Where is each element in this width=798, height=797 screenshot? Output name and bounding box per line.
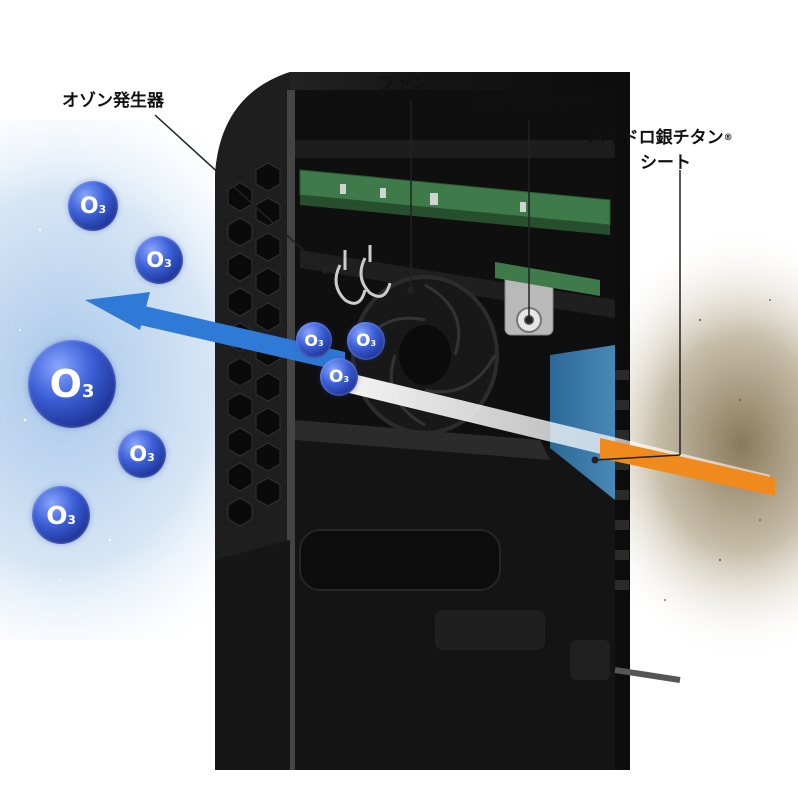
ozone-molecule-3: O3 bbox=[28, 340, 116, 428]
clean-air-arrow-body bbox=[140, 305, 345, 372]
leader-dots bbox=[321, 266, 599, 464]
hydro-silver-sheet-label-line2: シート bbox=[640, 153, 691, 173]
circuit-board-edge bbox=[300, 195, 610, 235]
fan-label: ファン bbox=[378, 74, 429, 94]
top-shelf bbox=[295, 140, 615, 158]
ozone-molecule-1: O3 bbox=[68, 181, 118, 231]
hydro-silver-sheet-label: ハイドロ銀チタン® bbox=[588, 128, 733, 148]
ozone-generator-part bbox=[334, 245, 392, 305]
leader-lines bbox=[154, 100, 681, 461]
odor-sensor-label: ニオイセンサー bbox=[470, 95, 589, 115]
ozone-molecule-4: O3 bbox=[118, 430, 166, 478]
dirty-air-arrow bbox=[600, 438, 775, 496]
ozone-molecule-6: O3 bbox=[296, 322, 332, 358]
duct-top-edge bbox=[295, 420, 550, 460]
ozone-molecule-2: O3 bbox=[135, 236, 183, 284]
ozone-molecule-5: O3 bbox=[32, 486, 90, 544]
power-cord-stub bbox=[614, 667, 681, 683]
ozone-generator-label: オゾン発生器 bbox=[62, 91, 164, 111]
cut-wall bbox=[287, 90, 295, 770]
clean-air-arrow-head bbox=[85, 292, 150, 330]
duct-pipe bbox=[299, 529, 501, 591]
circuit-components bbox=[340, 184, 526, 212]
duct-bracket bbox=[435, 610, 545, 650]
ozone-molecule-7: O3 bbox=[347, 322, 385, 360]
ozone-molecule-8: O3 bbox=[320, 358, 358, 396]
duct-clip bbox=[570, 640, 610, 680]
right-edge-fins bbox=[615, 370, 629, 590]
lower-duct bbox=[295, 420, 615, 770]
lower-body bbox=[215, 540, 290, 770]
